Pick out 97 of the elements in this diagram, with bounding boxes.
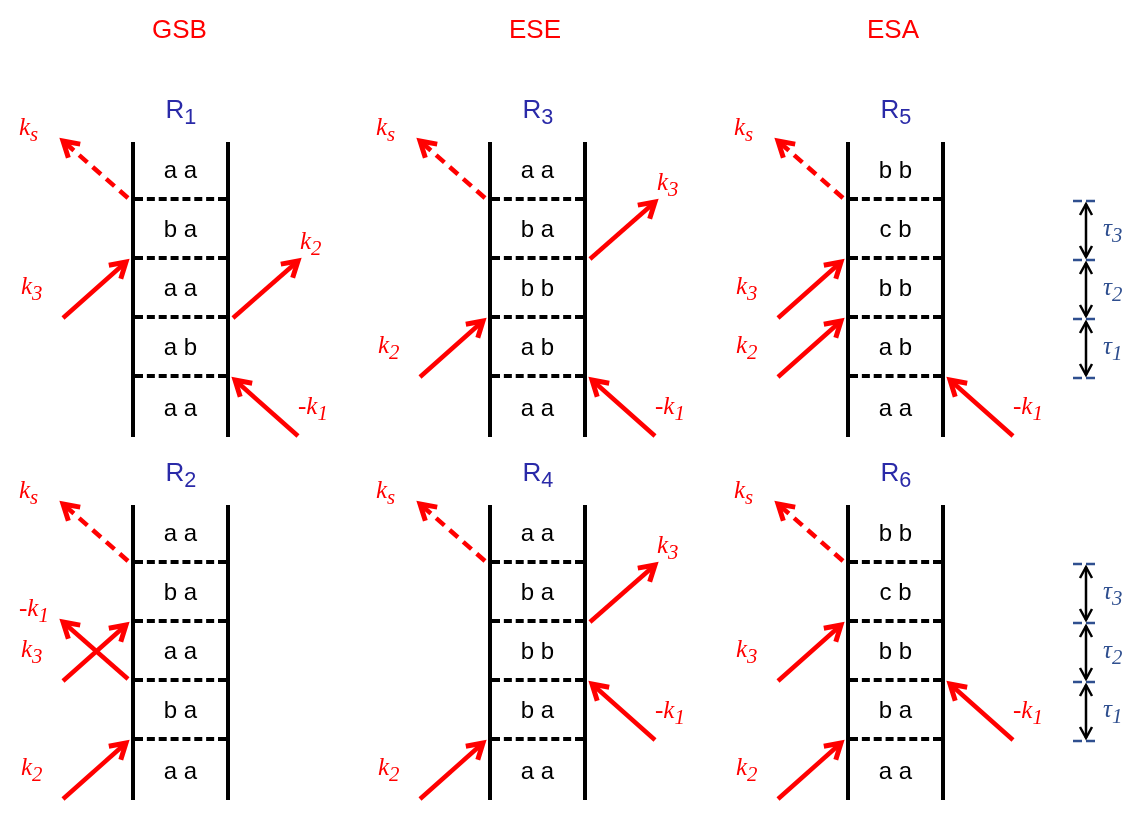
dimension-label: τ$_{3}$: [1103, 213, 1123, 248]
edge-label: k$_{s}$: [19, 113, 39, 147]
ladder-diagram: [131, 142, 230, 437]
edge-label: -k$_{1}$: [1013, 696, 1043, 730]
state-cell: a a: [135, 260, 226, 319]
ladder-diagram: [488, 142, 587, 437]
arrow: [417, 138, 487, 200]
state-cell: b b: [850, 623, 941, 682]
arrow: [947, 681, 1015, 742]
ladder-diagram: [846, 505, 945, 800]
arrow: [775, 138, 845, 200]
state-cell: a a: [135, 142, 226, 201]
edge-label: k$_{2}$: [21, 753, 43, 787]
ladder-diagram: [488, 505, 587, 800]
state-cell: b a: [492, 201, 583, 260]
edge-label: k$_{2}$: [736, 753, 758, 787]
state-cell: b b: [492, 260, 583, 319]
edge-label: k$_{3}$: [657, 531, 679, 565]
edge-label: -k$_{1}$: [655, 696, 685, 730]
edge-label: k$_{2}$: [378, 753, 400, 787]
column-heading: ESA: [867, 14, 920, 45]
edge-label: k$_{s}$: [19, 476, 39, 510]
edge-label: k$_{3}$: [657, 168, 679, 202]
edge-label: k$_{s}$: [376, 113, 396, 147]
edge-label: -k$_{1}$: [1013, 392, 1043, 426]
state-cell: a a: [492, 741, 583, 800]
state-cell: b a: [850, 682, 941, 741]
diagram-heading: R$_{4}$: [522, 457, 554, 494]
state-cell: a a: [135, 741, 226, 800]
dimension-label: τ$_{3}$: [1103, 576, 1123, 611]
state-cell: a b: [135, 319, 226, 378]
edge-label: -k$_{1}$: [655, 392, 685, 426]
state-cell: a a: [492, 505, 583, 564]
edge-label: k$_{3}$: [736, 272, 758, 306]
state-cell: a a: [850, 378, 941, 437]
edge-label: k$_{3}$: [21, 635, 43, 669]
arrow: [589, 681, 657, 742]
diagram-heading: R$_{1}$: [165, 94, 197, 131]
dimension-label: τ$_{1}$: [1103, 694, 1123, 729]
state-cell: b b: [850, 505, 941, 564]
arrow: [588, 562, 658, 624]
arrow: [417, 501, 487, 563]
state-cell: c b: [850, 201, 941, 260]
ladder-diagram: [131, 505, 230, 800]
arrow: [776, 259, 844, 320]
state-cell: a b: [492, 319, 583, 378]
state-cell: b a: [492, 564, 583, 623]
dimension-label: τ$_{2}$: [1103, 272, 1123, 307]
state-cell: b b: [492, 623, 583, 682]
edge-label: k$_{2}$: [300, 227, 322, 261]
edge-label: k$_{3}$: [736, 635, 758, 669]
arrow: [60, 501, 130, 563]
diagram-heading: R$_{3}$: [522, 94, 554, 131]
diagram-heading: R$_{2}$: [165, 457, 197, 494]
arrow: [588, 199, 658, 261]
edge-label: k$_{s}$: [376, 476, 396, 510]
state-cell: a a: [492, 378, 583, 437]
state-cell: a a: [135, 505, 226, 564]
arrow: [776, 318, 844, 379]
diagram-heading: R$_{5}$: [880, 94, 912, 131]
edge-label: -k$_{1}$: [19, 594, 49, 628]
edge-label: k$_{s}$: [734, 113, 754, 147]
arrow: [775, 501, 845, 563]
edge-label: k$_{2}$: [736, 331, 758, 365]
arrow: [231, 258, 301, 320]
state-cell: a a: [492, 142, 583, 201]
state-cell: b b: [850, 142, 941, 201]
edge-label: k$_{s}$: [734, 476, 754, 510]
column-heading: ESE: [509, 14, 562, 45]
column-heading: GSB: [152, 14, 207, 45]
dimension-label: τ$_{2}$: [1103, 635, 1123, 670]
arrow: [60, 138, 130, 200]
arrow: [418, 740, 486, 801]
diagram-heading: R$_{6}$: [880, 457, 912, 494]
state-cell: a a: [135, 623, 226, 682]
state-cell: b a: [135, 564, 226, 623]
edge-label: k$_{3}$: [21, 272, 43, 306]
arrow: [61, 740, 129, 801]
arrow: [776, 622, 844, 683]
edge-label: k$_{2}$: [378, 331, 400, 365]
state-cell: a a: [850, 741, 941, 800]
state-cell: b a: [135, 682, 226, 741]
ladder-diagram: [846, 142, 945, 437]
state-cell: a a: [135, 378, 226, 437]
arrow: [418, 318, 486, 379]
state-cell: b b: [850, 260, 941, 319]
dimension-label: τ$_{1}$: [1103, 331, 1123, 366]
arrow: [589, 377, 657, 438]
state-cell: a b: [850, 319, 941, 378]
state-cell: b a: [135, 201, 226, 260]
arrow: [232, 377, 300, 438]
arrow: [947, 377, 1015, 438]
arrow: [61, 259, 129, 320]
state-cell: b a: [492, 682, 583, 741]
state-cell: c b: [850, 564, 941, 623]
edge-label: -k$_{1}$: [298, 392, 328, 426]
arrow: [776, 740, 844, 801]
